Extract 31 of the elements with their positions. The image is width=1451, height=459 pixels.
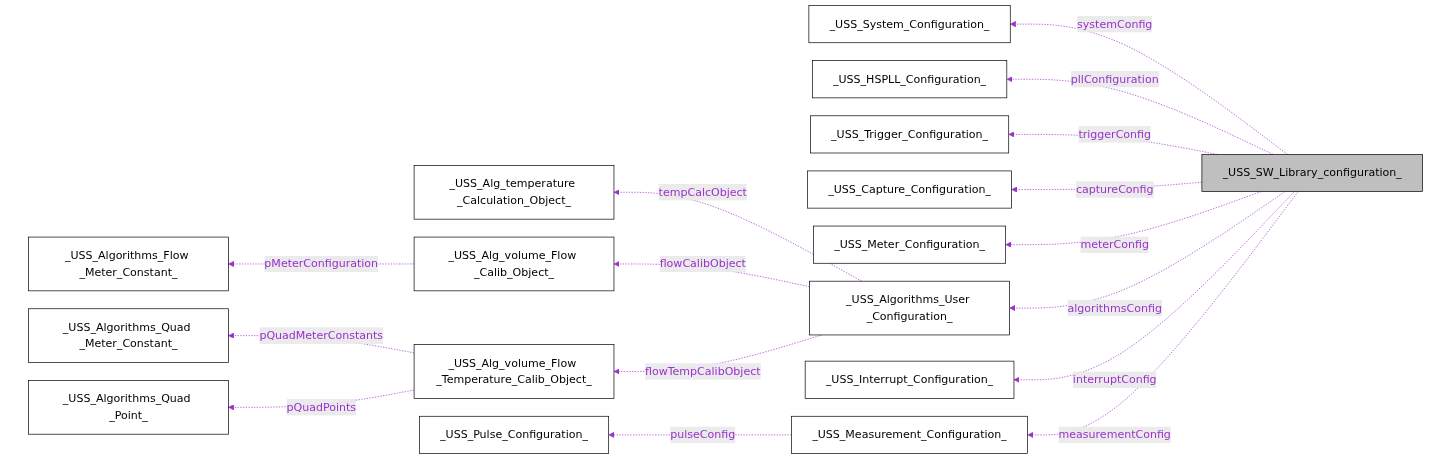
node-box: _USS_Alg_volume_Flow _Calib_Object_ — [413, 236, 615, 292]
edge-label: measurementConfig — [1058, 427, 1171, 442]
node-box: _USS_Measurement_Configuration_ — [791, 415, 1028, 454]
node-box: _USS_Meter_Configuration_ — [813, 225, 1006, 264]
edge-label: triggerConfig — [1078, 127, 1152, 141]
node-box: _USS_Algorithms_Quad _Meter_Constant_ — [28, 308, 229, 363]
node-box: _USS_Alg_temperature _Calculation_Object_ — [413, 165, 615, 220]
edge-label: interruptConfig — [1072, 372, 1157, 386]
edge-label: tempCalcObject — [658, 185, 747, 199]
node-box: _USS_Capture_Configuration_ — [807, 170, 1012, 209]
edge-label: meterConfig — [1080, 237, 1149, 251]
edge-label: pulseConfig — [670, 427, 736, 442]
edge-label: systemConfig — [1077, 17, 1153, 31]
edge-label: captureConfig — [1075, 182, 1154, 196]
node-box: _USS_HSPLL_Configuration_ — [811, 60, 1008, 99]
node-box: _USS_Alg_volume_Flow _Temperature_Calib_Object_ — [413, 344, 615, 399]
node-box: _USS_Algorithms_Flow _Meter_Constant_ — [28, 236, 229, 292]
node-box: _USS_System_Configuration_ — [808, 5, 1011, 44]
edge-label: flowTempCalibObject — [644, 364, 761, 378]
edge-label: algorithmsConfig — [1067, 301, 1162, 315]
edge-label: pMeterConfiguration — [264, 257, 379, 271]
node-box: _USS_Trigger_Configuration_ — [810, 115, 1010, 154]
edge-label: pQuadPoints — [286, 400, 357, 414]
edge-label: pllConfiguration — [1070, 72, 1159, 86]
edge-label: flowCalibObject — [659, 257, 746, 271]
node-box: _USS_Algorithms_Quad _Point_ — [28, 380, 229, 435]
node-box: _USS_Pulse_Configuration_ — [419, 415, 610, 454]
node-box: _USS_SW_Library_configuration_ — [1201, 154, 1423, 192]
node-box: _USS_Algorithms_User _Configuration_ — [809, 280, 1010, 336]
node-box: _USS_Interrupt_Configuration_ — [804, 360, 1015, 399]
edge-label: pQuadMeterConstants — [259, 328, 384, 342]
